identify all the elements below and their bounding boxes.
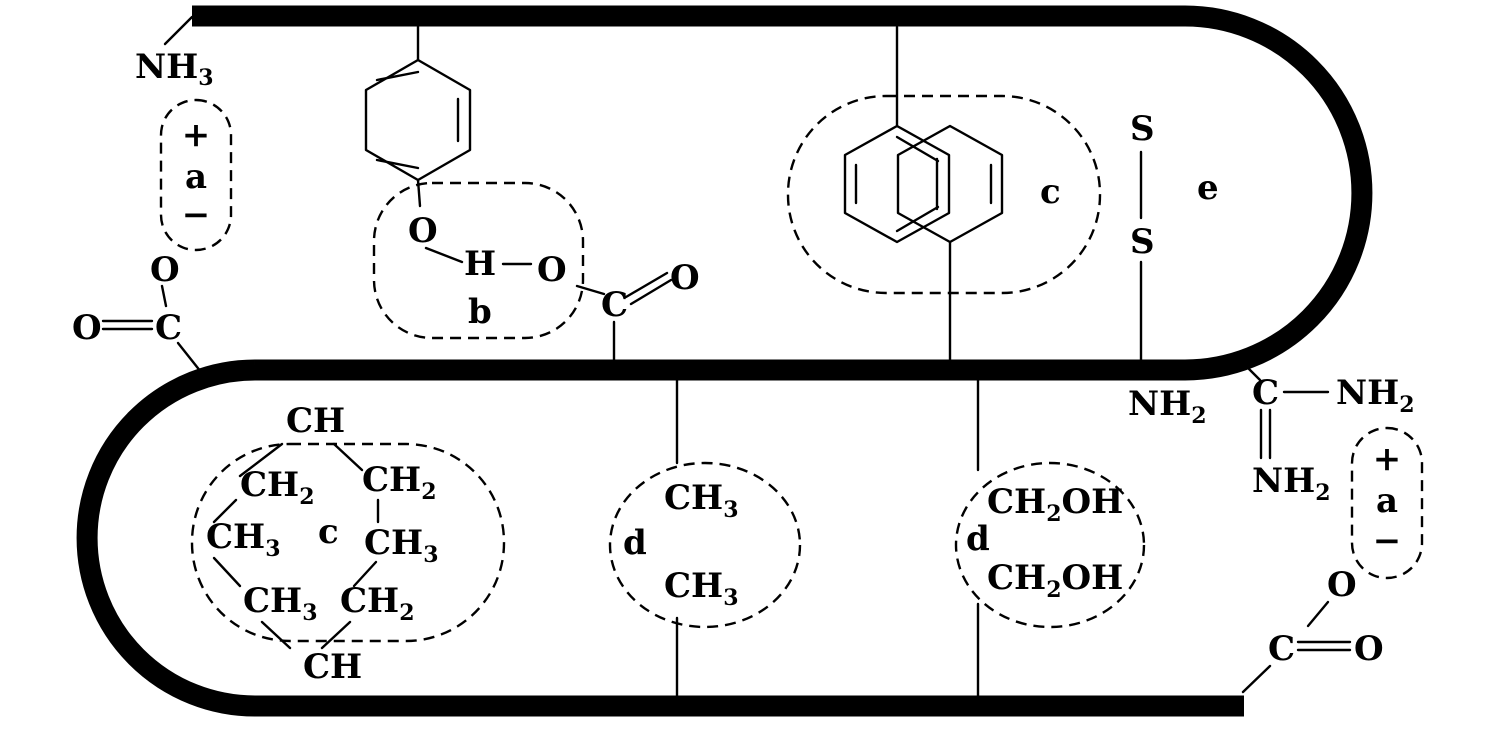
label-a: a	[185, 157, 207, 197]
guanidino-c: C	[1252, 373, 1279, 413]
ch3-mid-left: CH3	[206, 517, 281, 562]
sulfur-bottom: S	[1130, 222, 1155, 262]
nh3-bond	[163, 15, 194, 46]
label-a: a	[1376, 481, 1398, 521]
chain-bond	[332, 442, 364, 472]
plus-sign: +	[182, 115, 211, 155]
ch2oh-lower: CH2OH	[987, 558, 1123, 603]
vdw-region-d-hydroxyl: d CH2OH CH2OH	[954, 461, 1146, 629]
label-b: b	[468, 292, 492, 332]
chain-bond	[212, 556, 242, 588]
carboxyl-c-right: C	[1268, 629, 1295, 669]
minus-sign: −	[1373, 521, 1402, 561]
o-c-bond	[1306, 600, 1330, 628]
plus-sign: +	[1373, 439, 1402, 479]
ring-inner-bond	[375, 158, 420, 170]
hbond-h: H	[464, 244, 496, 284]
hydrogen-bond-b: O H O b	[372, 181, 585, 340]
c-backbone-bond	[176, 341, 203, 374]
guanidino-backbone-bond	[1246, 366, 1262, 382]
label-d: d	[966, 519, 990, 559]
ch3-mid-right: CH3	[364, 523, 439, 568]
minus-sign: −	[182, 195, 211, 235]
guanidino-nh2-bottom: NH2	[1252, 461, 1331, 506]
guanidino-nh2-right: NH2	[1336, 373, 1415, 418]
nh3-label: NH3	[135, 47, 214, 91]
hydrophobic-region-c-top: c	[786, 94, 1102, 295]
label-e: e	[1197, 168, 1219, 208]
ring-inner-bond	[375, 70, 420, 82]
double-bond-line	[629, 278, 673, 306]
carbonyl-c: C	[601, 285, 628, 325]
ch3-lower: CH3	[664, 566, 739, 611]
o-h-bond	[424, 246, 464, 264]
ch-top: CH	[286, 401, 345, 441]
sulfur-top: S	[1130, 109, 1155, 149]
ch2-lower-right: CH2	[340, 581, 415, 626]
hbond-o2: O	[537, 250, 567, 290]
ch2-upper-right: CH2	[362, 460, 437, 505]
nh2-label: NH2	[1128, 384, 1207, 429]
carboxyl-o-double-right: O	[1354, 629, 1384, 669]
o-c-bond	[160, 284, 168, 308]
label-c: c	[318, 512, 339, 552]
ionic-bond-a-left: + a −	[159, 98, 233, 252]
vdw-region-d-methyl: d CH3 CH3	[608, 461, 802, 629]
hydrophobic-region-c-bottom: CH CH2 CH2 CH3 c CH3 CH3 CH2 CH	[190, 401, 506, 687]
carboxyl-c: C	[155, 308, 182, 348]
hbond-o1: O	[408, 211, 438, 251]
chain-bond	[212, 498, 238, 524]
label-d: d	[623, 523, 647, 563]
ch3-lower-left: CH3	[243, 581, 318, 626]
ring-inner-bond	[895, 135, 940, 163]
backbone-top-loop	[192, 5, 1373, 381]
carboxyl-o-single-right: O	[1327, 565, 1357, 605]
c-backbone-bond	[1241, 664, 1272, 694]
chain-bond	[352, 560, 378, 588]
benzene-ring-left	[843, 124, 951, 244]
ch-bottom: CH	[303, 647, 362, 687]
chain-bond	[320, 620, 352, 650]
carboxyl-o-double: O	[72, 308, 102, 348]
ionic-bond-a-right: + a −	[1350, 426, 1424, 580]
label-c: c	[1040, 172, 1061, 212]
o-c-bond	[575, 284, 606, 296]
ch2-upper-left: CH2	[240, 465, 315, 510]
carbonyl-o: O	[670, 258, 700, 298]
double-bond-line	[624, 271, 669, 299]
chain-bond	[260, 620, 292, 650]
carboxyl-o-single: O	[150, 250, 180, 290]
ch3-upper: CH3	[664, 478, 739, 523]
chain-bond	[238, 442, 284, 478]
ring-inner-bond	[895, 205, 940, 233]
ch2oh-upper: CH2OH	[987, 482, 1123, 527]
backbone-bottom-loop	[76, 359, 1244, 717]
